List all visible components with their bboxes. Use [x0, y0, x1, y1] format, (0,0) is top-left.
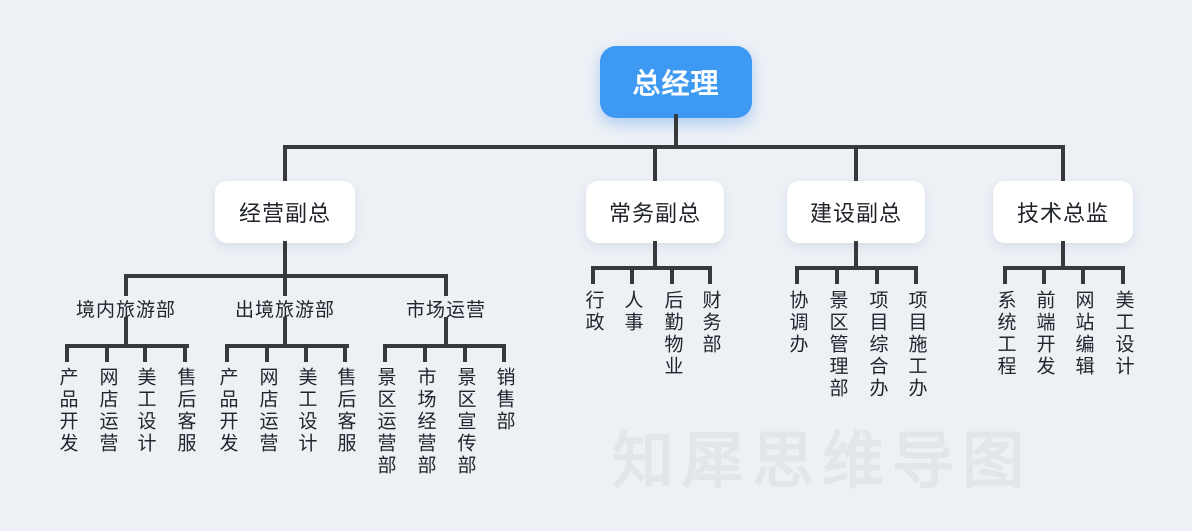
- node-finance-dept[interactable]: 财务部: [699, 290, 721, 356]
- node-market-management[interactable]: 市场经营部: [414, 367, 436, 477]
- node-coordination-office[interactable]: 协调办: [786, 290, 808, 356]
- connector-line: [914, 268, 918, 284]
- connector-line: [875, 268, 879, 284]
- connector-line: [343, 346, 347, 362]
- node-project-general-office[interactable]: 项目综合办: [866, 290, 888, 400]
- connector-line: [708, 268, 712, 284]
- node-outbound-tourism-dept[interactable]: 出境旅游部: [234, 300, 336, 321]
- connector-line: [1003, 268, 1007, 284]
- connector-line: [143, 346, 147, 362]
- node-hr[interactable]: 人事: [621, 290, 643, 334]
- connector-line: [124, 276, 128, 296]
- connector-line: [463, 346, 467, 362]
- node-after-sales[interactable]: 售后客服: [334, 367, 356, 455]
- connector-line: [1081, 268, 1085, 284]
- node-website-editing[interactable]: 网站编辑: [1072, 290, 1094, 378]
- node-scenic-area-ops[interactable]: 景区运营部: [374, 367, 396, 477]
- connector-line: [304, 346, 308, 362]
- connector-line: [1121, 268, 1125, 284]
- connector-line: [591, 268, 595, 284]
- connector-line: [795, 266, 918, 270]
- connector-line: [591, 266, 712, 270]
- connector-line: [283, 317, 287, 346]
- connector-line: [105, 346, 109, 362]
- connector-line: [835, 268, 839, 284]
- connector-line: [225, 344, 349, 348]
- node-art-design[interactable]: 美工设计: [134, 367, 156, 455]
- node-after-sales[interactable]: 售后客服: [174, 367, 196, 455]
- connector-line: [383, 346, 387, 362]
- node-operations-vp[interactable]: 经营副总: [215, 181, 355, 243]
- connector-line: [653, 147, 657, 182]
- node-construction-vp[interactable]: 建设副总: [787, 181, 925, 243]
- node-project-construction[interactable]: 项目施工办: [905, 290, 927, 400]
- node-system-engineering[interactable]: 系统工程: [994, 290, 1016, 378]
- node-scenic-mgmt-dept[interactable]: 景区管理部: [826, 290, 848, 400]
- connector-line: [653, 241, 657, 268]
- connector-line: [1042, 268, 1046, 284]
- connector-line: [124, 317, 128, 346]
- connector-line: [1003, 266, 1125, 270]
- node-sales-dept[interactable]: 销售部: [493, 367, 515, 433]
- connector-line: [1061, 241, 1065, 268]
- node-tech-director[interactable]: 技术总监: [993, 181, 1133, 243]
- connector-line: [444, 317, 448, 346]
- connector-line: [444, 276, 448, 296]
- connector-line: [383, 344, 506, 348]
- connector-line: [854, 241, 858, 268]
- node-administration[interactable]: 行政: [582, 290, 604, 334]
- node-art-design[interactable]: 美工设计: [295, 367, 317, 455]
- connector-line: [795, 268, 799, 284]
- node-logistics[interactable]: 后勤物业: [661, 290, 683, 378]
- connector-line: [283, 147, 287, 182]
- node-general-manager[interactable]: 总经理: [600, 46, 752, 118]
- connector-line: [502, 346, 506, 362]
- connector-line: [65, 346, 69, 362]
- connector-line: [674, 114, 678, 147]
- node-product-development[interactable]: 产品开发: [56, 367, 78, 455]
- connector-line: [1061, 147, 1065, 182]
- node-frontend-dev[interactable]: 前端开发: [1033, 290, 1055, 378]
- connector-line: [670, 268, 674, 284]
- node-art-design[interactable]: 美工设计: [1112, 290, 1134, 378]
- node-product-development[interactable]: 产品开发: [216, 367, 238, 455]
- node-online-store-ops[interactable]: 网店运营: [96, 367, 118, 455]
- node-scenic-area-promo[interactable]: 景区宣传部: [454, 367, 476, 477]
- zhixi-watermark: 知犀思维导图: [612, 427, 1033, 496]
- node-executive-vp[interactable]: 常务副总: [586, 181, 724, 243]
- connector-line: [265, 346, 269, 362]
- connector-line: [183, 346, 187, 362]
- connector-line: [65, 344, 189, 348]
- connector-line: [423, 346, 427, 362]
- connector-line: [283, 276, 287, 296]
- node-market-operations[interactable]: 市场运营: [405, 300, 487, 321]
- node-online-store-ops[interactable]: 网店运营: [256, 367, 278, 455]
- node-domestic-tourism-dept[interactable]: 境内旅游部: [75, 300, 177, 321]
- connector-line: [225, 346, 229, 362]
- connector-line: [283, 145, 1065, 149]
- connector-line: [283, 241, 287, 276]
- connector-line: [854, 147, 858, 182]
- connector-line: [630, 268, 634, 284]
